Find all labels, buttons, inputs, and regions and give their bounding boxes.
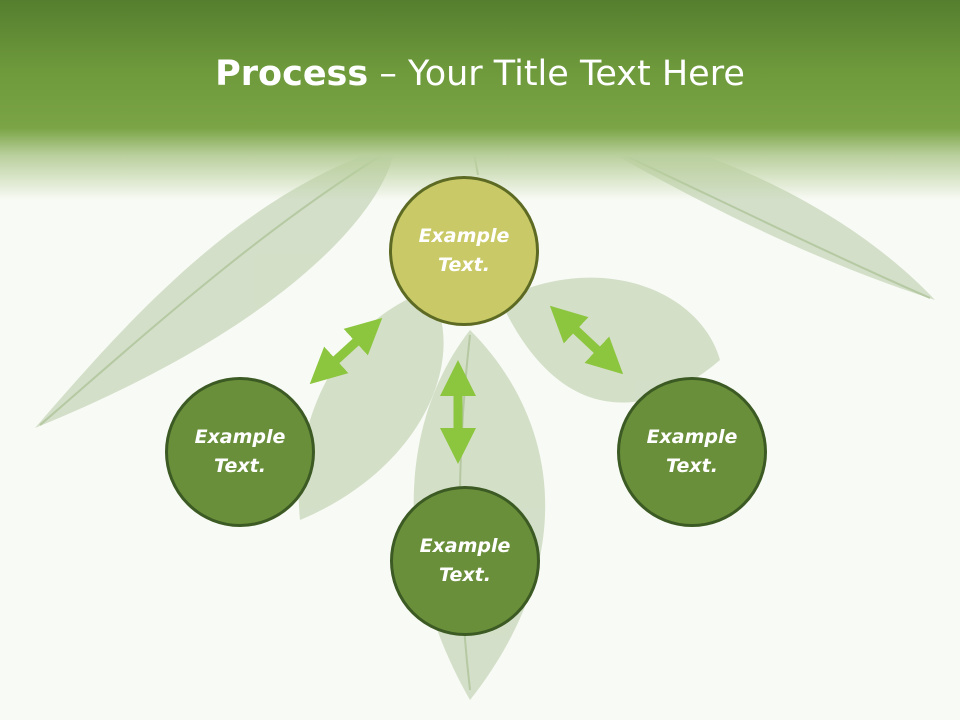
- process-node-bottom[interactable]: Example Text.: [390, 486, 540, 636]
- title-banner: Process – Your Title Text Here: [0, 0, 960, 200]
- process-node-center[interactable]: Example Text.: [389, 176, 539, 326]
- title-strong: Process: [215, 54, 369, 94]
- process-node-left[interactable]: Example Text.: [165, 377, 315, 527]
- title-rest: – Your Title Text Here: [368, 54, 745, 94]
- slide-title: Process – Your Title Text Here: [0, 50, 960, 98]
- process-node-right[interactable]: Example Text.: [617, 377, 767, 527]
